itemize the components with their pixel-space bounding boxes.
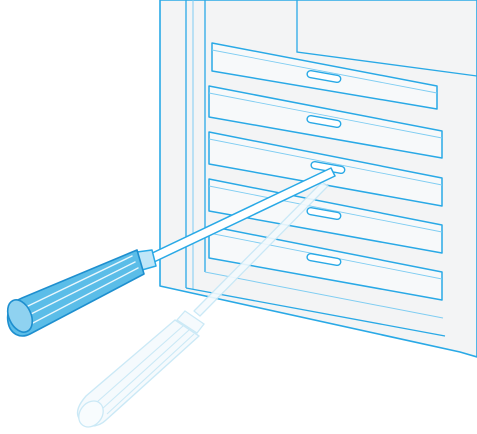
slot-cover-removal-illustration: [0, 0, 477, 434]
diagram-canvas: [0, 0, 477, 434]
